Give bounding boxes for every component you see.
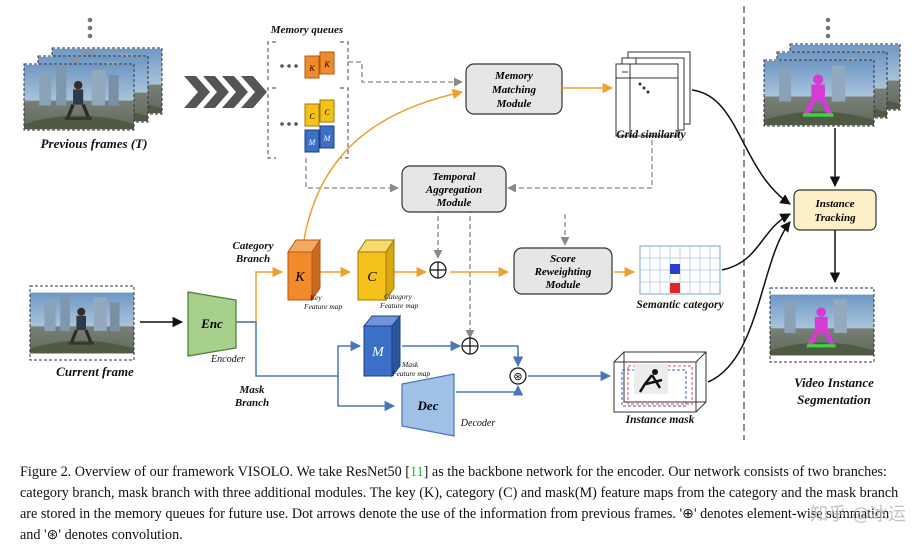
svg-text:⊛: ⊛	[513, 371, 522, 383]
memory-queue-dots	[280, 64, 298, 126]
memory-queue-mask: M M	[304, 125, 335, 153]
caption-reference-link[interactable]: 11	[409, 464, 424, 480]
svg-text:Dec: Dec	[417, 398, 439, 413]
svg-text:Module: Module	[496, 98, 532, 110]
summation-mask	[461, 337, 479, 355]
vis-label-1: Video Instance	[794, 375, 874, 390]
encoder-label: Encoder	[210, 354, 245, 365]
svg-text:Tracking: Tracking	[814, 212, 856, 224]
svg-text:Reweighting: Reweighting	[534, 266, 592, 278]
svg-text:Module: Module	[436, 197, 472, 209]
grid-similarity-stack	[615, 51, 691, 137]
output-frames-top	[763, 17, 901, 127]
mask-branch-label-1: Mask	[238, 384, 265, 396]
category-branch-label-1: Category	[233, 240, 274, 252]
svg-text:K: K	[294, 270, 305, 285]
vis-label-2: Segmentation	[797, 392, 871, 407]
svg-text:C: C	[367, 270, 377, 285]
output-frame-bottom	[769, 287, 875, 363]
key-feature-block: K	[287, 238, 321, 302]
framework-diagram: Previous frames (T) Memory queues K K C …	[23, 6, 901, 440]
svg-text:Temporal: Temporal	[433, 171, 477, 183]
previous-frames	[23, 17, 163, 131]
caption-part-1: Figure 2. Overview of our framework VISO…	[20, 464, 410, 480]
svg-text:M: M	[308, 138, 317, 147]
svg-text:Score: Score	[550, 253, 576, 265]
convolution-op: ⊛	[509, 367, 527, 385]
svg-text:C: C	[309, 112, 315, 121]
instance-mask-label: Instance mask	[625, 414, 695, 426]
summation-category	[429, 261, 447, 279]
svg-text:Memory: Memory	[494, 70, 533, 82]
encoder-block: Enc	[187, 291, 237, 357]
svg-text:Matching: Matching	[491, 84, 537, 96]
key-feature-map-label: Key	[309, 293, 322, 302]
semantic-category-label: Semantic category	[636, 299, 724, 311]
svg-text:K: K	[308, 64, 315, 73]
semantic-category-grid	[639, 245, 721, 295]
mask-feature-map-label: Mask	[401, 360, 419, 369]
chevron-arrows-icon	[184, 76, 267, 108]
memory-queues-label: Memory queues	[270, 24, 343, 36]
grid-similarity-label: Grid similarity	[616, 129, 686, 141]
previous-frames-label: Previous frames (T)	[41, 136, 148, 151]
watermark: 知乎 @冰运	[810, 504, 906, 525]
memory-queue-key: K K	[304, 51, 335, 79]
svg-text:C: C	[324, 108, 330, 117]
current-frame-label: Current frame	[56, 364, 134, 379]
category-feature-map-label-2: Feature map	[379, 301, 419, 310]
instance-mask-cube	[613, 351, 707, 413]
category-branch-label-2: Branch	[235, 253, 270, 265]
decoder-label: Decoder	[460, 418, 496, 429]
figure-caption: Figure 2. Overview of our framework VISO…	[20, 462, 906, 546]
svg-text:M: M	[371, 345, 385, 360]
instance-tracking-module: Instance Tracking	[793, 189, 877, 231]
svg-text:Enc: Enc	[200, 316, 223, 331]
svg-text:Module: Module	[545, 279, 581, 291]
score-reweighting-module: Score Reweighting Module	[513, 247, 613, 295]
svg-text:M: M	[323, 134, 332, 143]
mask-feature-block: M	[362, 314, 402, 378]
decoder-block: Dec	[401, 373, 455, 437]
svg-text:Instance: Instance	[814, 198, 854, 210]
memory-queue-category: C C	[304, 99, 335, 127]
mask-branch-label-2: Branch	[234, 397, 269, 409]
key-feature-map-label-2: Feature map	[303, 302, 343, 311]
memory-matching-module: Memory Matching Module	[465, 63, 563, 115]
mask-feature-map-label-2: Feature map	[391, 369, 431, 378]
caption-part-2: ] as the backbone network for the encode…	[20, 464, 899, 543]
memory-queue-brackets	[267, 41, 349, 159]
svg-text:Aggregation: Aggregation	[425, 184, 482, 196]
svg-text:K: K	[323, 60, 330, 69]
temporal-aggregation-module: Temporal Aggregation Module	[401, 165, 507, 213]
category-feature-map-label: Category	[384, 292, 413, 301]
current-frame	[29, 285, 135, 361]
category-feature-block: C	[357, 238, 395, 302]
